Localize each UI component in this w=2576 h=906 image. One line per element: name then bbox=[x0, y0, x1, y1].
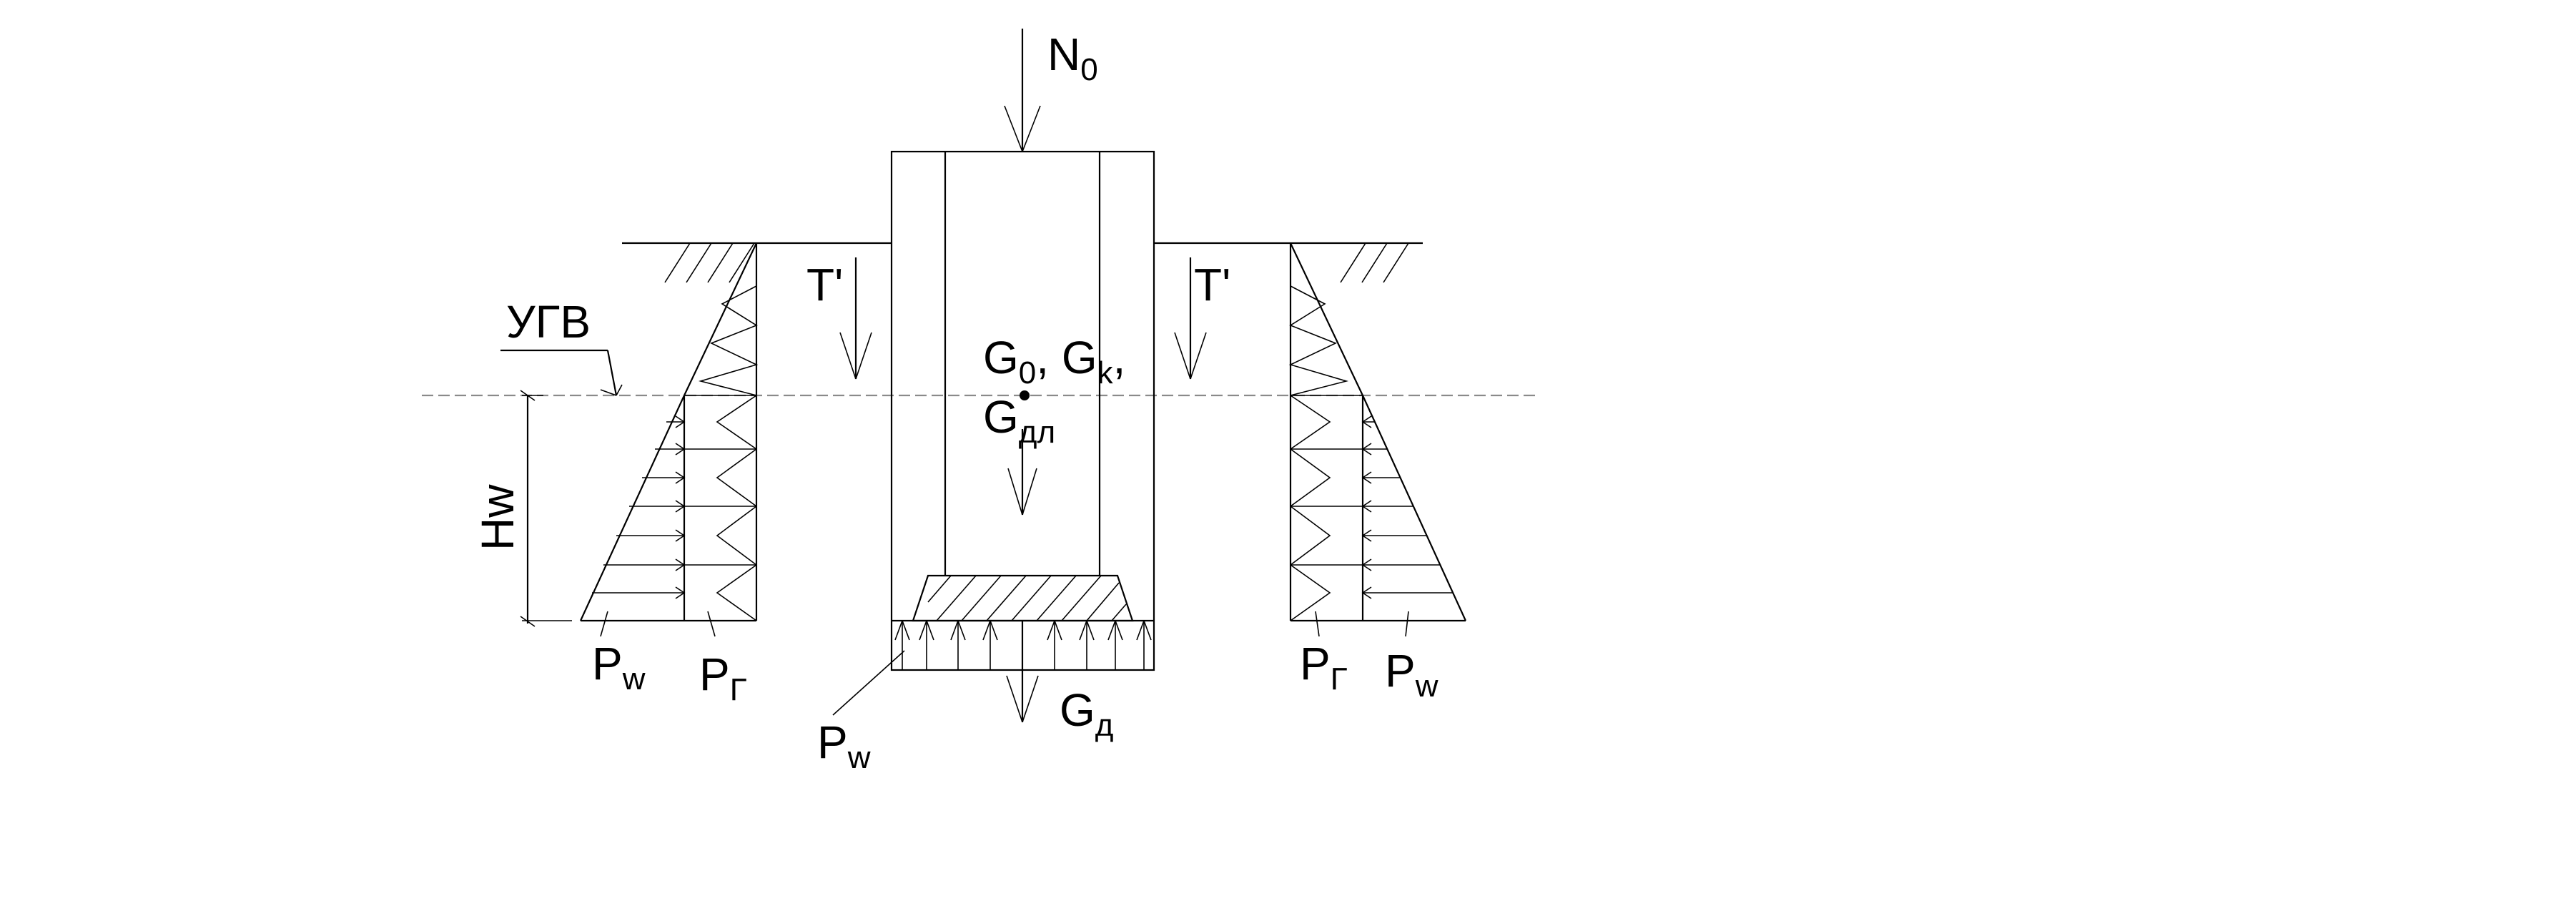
water-pressure-label-right: Pw bbox=[1385, 645, 1438, 704]
friction-arrow-left bbox=[839, 257, 872, 380]
friction-label-left: T' bbox=[806, 259, 843, 310]
bottom-weight-arrow bbox=[1006, 621, 1039, 723]
hw-dimension bbox=[520, 390, 572, 627]
weight-label-line1: G0, Gk, bbox=[983, 332, 1125, 390]
groundwater-level-marker bbox=[500, 349, 623, 396]
bottom-uplift-arrows bbox=[894, 620, 1152, 670]
n0-label: N0 bbox=[1047, 29, 1098, 87]
soil-pressure-diagram-left bbox=[683, 242, 759, 621]
water-pressure-label-bottom: Pw bbox=[817, 717, 871, 775]
friction-arrow-right bbox=[1174, 257, 1207, 380]
friction-label-right: T' bbox=[1194, 259, 1230, 310]
soil-pressure-diagram-right bbox=[1288, 242, 1364, 621]
center-of-gravity-point bbox=[1020, 390, 1030, 400]
soil-pressure-label-left: PГ bbox=[699, 649, 747, 707]
water-pressure-diagram-left bbox=[580, 395, 756, 622]
hw-label: Hw bbox=[472, 484, 523, 551]
weight-label-line2: Gдл bbox=[983, 391, 1055, 450]
caisson-body bbox=[890, 150, 1155, 671]
self-weight-arrow bbox=[1007, 429, 1037, 516]
bottom-weight-label: Gд bbox=[1060, 684, 1113, 743]
water-pressure-label-left: Pw bbox=[592, 638, 646, 696]
leader-lines bbox=[600, 611, 1409, 716]
ground-hatch-left bbox=[664, 242, 755, 283]
water-pressure-diagram-right bbox=[1291, 395, 1467, 622]
ground-hatch-right bbox=[1340, 242, 1409, 283]
concrete-plug bbox=[912, 574, 1134, 622]
soil-pressure-label-right: PГ bbox=[1300, 638, 1348, 696]
n0-force-arrow bbox=[1004, 29, 1041, 152]
groundwater-level-label: УГВ bbox=[506, 296, 591, 348]
